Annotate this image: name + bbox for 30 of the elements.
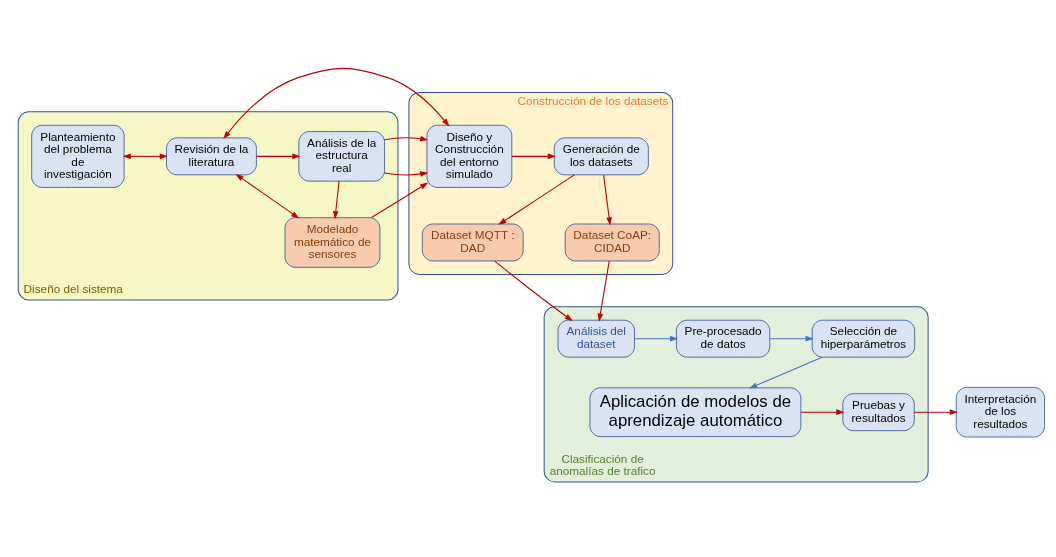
node-box: Análisis de la estructura real: [298, 131, 385, 182]
arrow: [370, 182, 429, 219]
node-box: Interpretación de los resultados: [955, 386, 1045, 438]
node-box: Generación de los datasets: [553, 137, 649, 176]
node-box: Diseño y Construcción del entorno simulado: [426, 124, 513, 188]
arrow: [769, 335, 814, 342]
arrow: [223, 67, 450, 140]
arrow: [255, 153, 301, 160]
arrow: [634, 335, 679, 342]
arrow: [122, 153, 168, 160]
arrow: [511, 153, 556, 160]
arrow: [603, 174, 612, 226]
node-box: Pruebas y resultados: [842, 393, 915, 432]
arrow: [913, 409, 958, 415]
node-box: Pre-procesado de datos: [676, 319, 771, 358]
arrow: [597, 260, 610, 322]
node-box: Revisión de la literatura: [166, 137, 257, 176]
arrow: [749, 356, 823, 389]
node-box: Aplicación de modelos de aprendizaje automático: [589, 387, 802, 437]
node-box: Dataset MQTT : DAD: [421, 223, 524, 262]
arrow: [800, 409, 845, 415]
arrow: [332, 180, 340, 220]
node-box: Selección de hiperparámetros: [811, 319, 916, 358]
node-box: Modelado matemático de sensores: [284, 217, 381, 268]
node-box: Análisis del dataset: [557, 319, 635, 358]
arrow: [498, 174, 575, 225]
node-box: Dataset CoAP: CIDAD: [564, 223, 660, 262]
node-box: Planteamiento del problema de investigación: [31, 124, 125, 188]
arrow: [235, 173, 300, 219]
arrow: [384, 135, 429, 177]
